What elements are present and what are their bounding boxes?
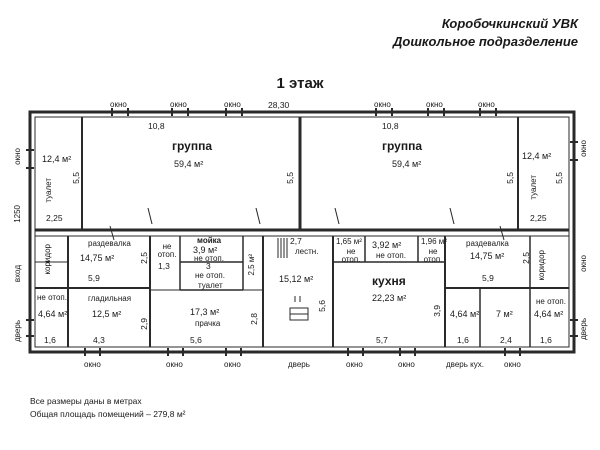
laundry-name: прачка (195, 319, 221, 328)
cloakroom-left-dim-w: 5,9 (88, 273, 100, 283)
room-7-area: 7 м² (496, 309, 513, 319)
door-bottom: дверь (288, 360, 310, 369)
cloakroom-right-dim-w: 5,9 (482, 273, 494, 283)
small-196-area: 1,96 м² (421, 237, 447, 246)
not-heated-left-dim: 1,6 (44, 335, 56, 345)
small-392-note: не отоп. (376, 251, 406, 260)
small-392-area: 3,92 м² (372, 240, 402, 250)
window-bottom-6: окно (504, 360, 521, 369)
ironing-dim-h: 2,9 (139, 318, 149, 330)
window-top-2: окно (170, 100, 187, 109)
window-top-3: окно (224, 100, 241, 109)
kitchen-door-bottom: дверь кух. (446, 360, 484, 369)
small-165-note: не отоп. (341, 247, 361, 264)
outer-wall-inner (34, 116, 570, 348)
window-left-1: окно (13, 148, 22, 165)
room-464-mid-dim: 1,6 (457, 335, 469, 345)
toilet-top-left-dim-w: 2,25 (46, 213, 63, 223)
floor-title: 1 этаж (276, 75, 324, 92)
window-bottom-4: окно (346, 360, 363, 369)
door-left: дверь (13, 320, 22, 342)
kitchen-name: кухня (372, 274, 406, 288)
cloakroom-right-area: 14,75 м² (470, 251, 505, 261)
group-right-name: группа (382, 139, 423, 153)
window-top-6: окно (478, 100, 495, 109)
toilet-top-right-dim-w: 2,25 (530, 213, 547, 223)
stairs-name: лестн. (295, 247, 319, 256)
wash-area: 3,9 м² (193, 245, 218, 255)
laundry-dim-h: 2,8 (249, 313, 259, 325)
window-bottom-1: окно (84, 360, 101, 369)
dim-2-5-label: 2,5 м² (247, 254, 256, 276)
corridor-right-name: коридор (537, 250, 546, 281)
wash-note: не отоп. (194, 254, 224, 263)
group-left-name: группа (172, 139, 213, 153)
room-464-right-dim: 1,6 (540, 335, 552, 345)
toilet-top-right-area: 12,4 м² (522, 151, 552, 161)
stairs-dim: 2,7 (290, 236, 302, 246)
small-165-area: 1,65 м² (336, 237, 362, 246)
laundry-dim-w: 5,6 (190, 335, 202, 345)
not-heated-left-name: не отоп. (37, 293, 67, 302)
entrance-left: вход (13, 265, 22, 283)
window-bottom-5: окно (398, 360, 415, 369)
kitchen-dim-w: 5,7 (376, 335, 388, 345)
ironing-area: 12,5 м² (92, 309, 122, 319)
outer-wall (28, 110, 576, 354)
window-bottom-3: окно (224, 360, 241, 369)
dim-group-right-width: 10,8 (382, 121, 399, 131)
note-dimensions: Все размеры даны в метрах (30, 396, 142, 406)
window-top-1: окно (110, 100, 127, 109)
ironing-dim-w: 4,3 (93, 335, 105, 345)
window-right-1: окно (579, 140, 588, 157)
page-subtitle: Дошкольное подразделение (392, 34, 578, 49)
cloakroom-left-area: 14,75 м² (80, 253, 115, 263)
group-right-area: 59,4 м² (392, 159, 422, 169)
corridor-left-name: коридор (43, 244, 52, 275)
door-right: дверь (579, 318, 588, 340)
window-right-2: окно (579, 255, 588, 272)
window-top-5: окно (426, 100, 443, 109)
hall-center-area: 15,12 м² (279, 274, 314, 284)
wash-name: мойка (197, 236, 222, 245)
laundry-area: 17,3 м² (190, 307, 220, 317)
hall-center-dim-h: 5,6 (317, 300, 327, 312)
small-196-note: не отоп. (423, 247, 443, 264)
not-heated-left-area: 4,64 м² (38, 309, 68, 319)
not-heated-1-dim: 1,3 (158, 261, 170, 271)
window-bottom-2: окно (166, 360, 183, 369)
cloakroom-left-name: раздевалка (88, 239, 131, 248)
dim-group-left-width: 10,8 (148, 121, 165, 131)
toilet-top-left-dim-h: 5,5 (71, 172, 81, 184)
toilet-top-left-area: 12,4 м² (42, 154, 72, 164)
group-left-area: 59,4 м² (174, 159, 204, 169)
cloakroom-right-name: раздевалка (466, 239, 509, 248)
kitchen-dim-h: 3,9 (432, 305, 442, 317)
kitchen-area: 22,23 м² (372, 293, 407, 303)
group-left-dim: 5,5 (285, 172, 295, 184)
ironing-name: гладильная (88, 294, 132, 303)
toilet-top-right-dim-h: 5,5 (554, 172, 564, 184)
toilet-small-name: не отоп. (195, 271, 225, 280)
cloakroom-left-dim-h: 2,5 (139, 252, 149, 264)
group-right-dim: 5,5 (505, 172, 515, 184)
not-heated-1-name: не отоп. (157, 242, 177, 259)
dim-height-left: 1250 (13, 205, 22, 223)
room-464-right-name: не отоп. (536, 297, 566, 306)
toilet-top-left-name: туалет (44, 178, 53, 203)
note-total-area: Общая площадь помещений – 279,8 м² (30, 409, 186, 419)
room-464-right-area: 4,64 м² (534, 309, 564, 319)
toilet-small-sub: туалет (198, 281, 223, 290)
window-top-4: окно (374, 100, 391, 109)
dim-total-width: 28,30 (268, 100, 290, 110)
page-title: Коробочкинский УВК (441, 16, 578, 31)
cloakroom-right-dim-h: 2,5 (521, 252, 531, 264)
room-7-dim: 2,4 (500, 335, 512, 345)
toilet-top-right-name: туалет (529, 175, 538, 200)
wash-dim: 3 (206, 261, 211, 271)
room-464-mid-area: 4,64 м² (450, 309, 480, 319)
